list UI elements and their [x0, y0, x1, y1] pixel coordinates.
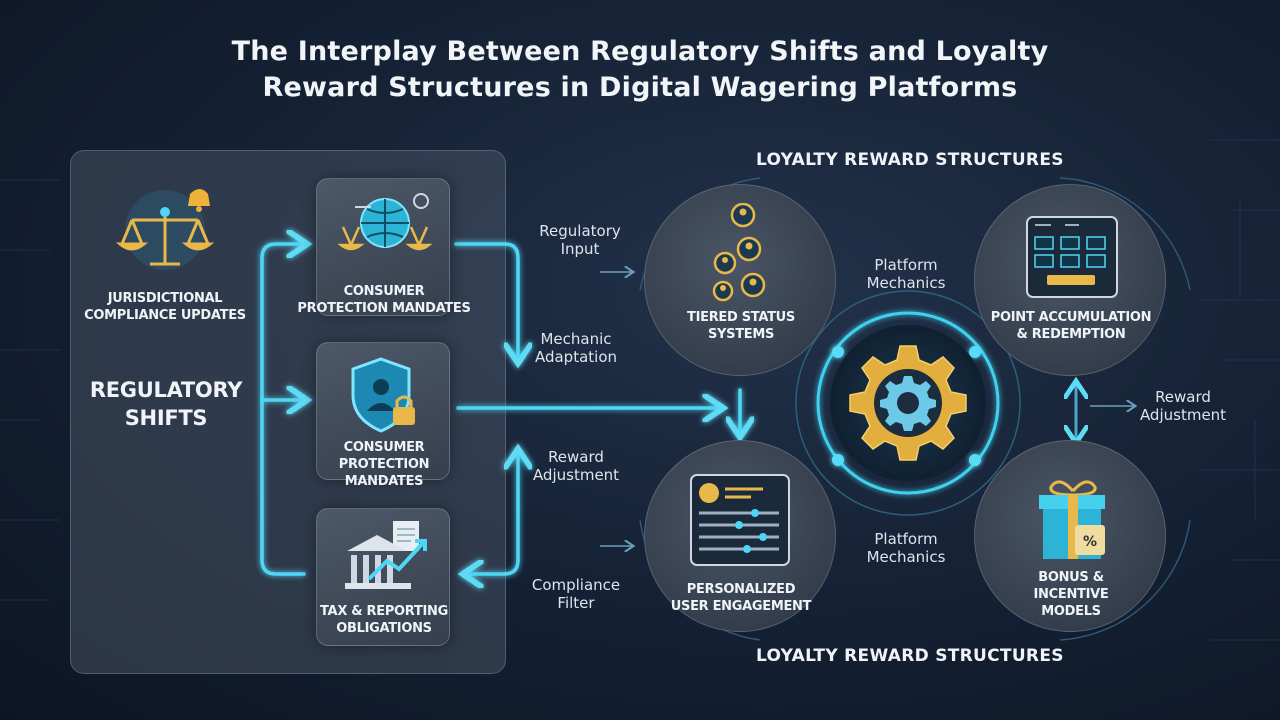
scales-globe-icon — [335, 187, 433, 264]
arrow-card1-down — [454, 242, 518, 360]
card-1-label: Consumer Protection Mandates — [297, 284, 471, 316]
flow-compliance-filter: Compliance Filter — [531, 576, 621, 612]
arrow-to-card3 — [466, 558, 520, 574]
building-chart-icon — [339, 517, 429, 600]
flow-reward-adjustment-left: Reward Adjustment — [532, 448, 620, 484]
node-point-accumulation[interactable]: Point Accumulation & Redemption — [974, 184, 1166, 376]
tiered-label: Tiered Status Systems — [687, 310, 795, 342]
svg-text:%: % — [1083, 534, 1097, 550]
jurisdictional-label: Jurisdictional Compliance Updates — [84, 291, 246, 323]
flow-reward-adjustment-right: Reward Adjustment — [1139, 388, 1227, 424]
flow-platform-mechanics-bottom: Platform Mechanics — [866, 530, 946, 566]
node-tiered-status[interactable]: Tiered Status Systems — [644, 184, 836, 376]
card-tax-reporting[interactable]: Tax & Reporting Obligations — [316, 508, 450, 646]
shield-lock-icon — [347, 355, 423, 440]
bonus-label: Bonus & Incentive Models — [1033, 570, 1109, 619]
node-bonus-incentive[interactable]: % Bonus & Incentive Models — [974, 440, 1166, 632]
flow-mechanic-adaptation: Mechanic Adaptation — [534, 330, 618, 366]
card-3-label: Tax & Reporting Obligations — [320, 604, 448, 636]
title-line-2: Reward Structures in Digital Wagering Pl… — [262, 72, 1018, 103]
section-title-bottom: Loyalty Reward Structures — [756, 646, 1064, 666]
points-label: Point Accumulation & Redemption — [990, 310, 1152, 342]
flow-regulatory-input: Regulatory Input — [539, 222, 621, 258]
page-title: The Interplay Between Regulatory Shifts … — [0, 34, 1280, 106]
gift-icon: % — [1033, 475, 1113, 570]
section-title-top: Loyalty Reward Structures — [756, 150, 1064, 170]
dashboard-icon — [1025, 215, 1119, 304]
personalized-label: Personalized User Engagement — [670, 582, 812, 614]
gear-hub-icon — [828, 323, 988, 483]
scales-bell-icon — [110, 180, 220, 280]
flow-platform-mechanics-top: Platform Mechanics — [866, 256, 946, 292]
arrow-to-card-1 — [260, 244, 304, 402]
arrow-to-card-3 — [260, 398, 306, 576]
node-personalized-engagement[interactable]: Personalized User Engagement — [644, 440, 836, 632]
title-line-1: The Interplay Between Regulatory Shifts … — [231, 36, 1049, 67]
card-2-label: Consumer Protection Mandates — [338, 440, 430, 489]
regulatory-shifts-label: Regulatory Shifts — [89, 378, 243, 430]
card-consumer-protection-mandates-1[interactable]: Consumer Protection Mandates — [297, 178, 471, 316]
users-tier-icon — [709, 202, 779, 308]
profile-panel-icon — [689, 473, 793, 574]
card-consumer-protection-mandates-2[interactable]: Consumer Protection Mandates — [316, 342, 450, 489]
